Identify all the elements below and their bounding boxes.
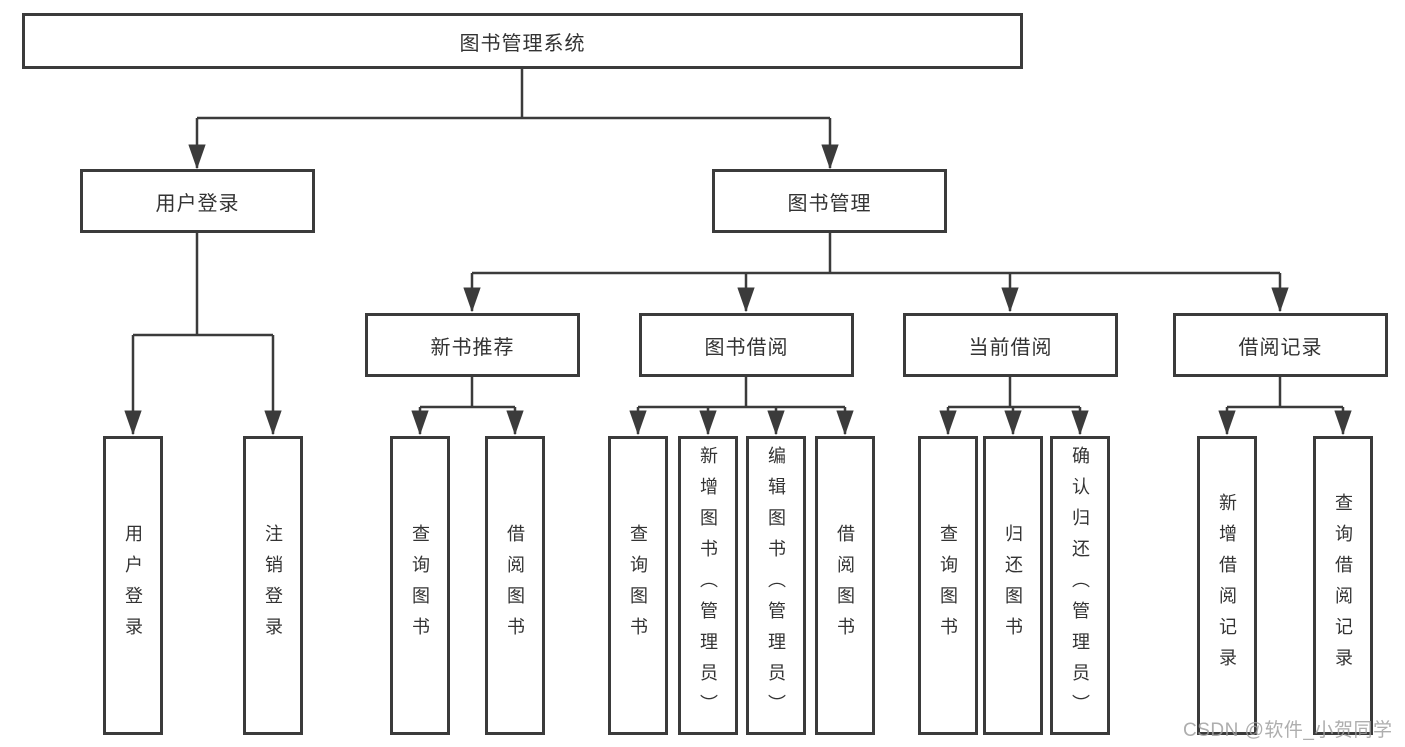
leaf-label: 新增图书（管理员） (698, 446, 718, 725)
connector-root-to-level2 (188, 69, 839, 170)
node-borrowing-records: 借阅记录 (1173, 313, 1388, 377)
leaf-add-books-admin: 新增图书（管理员） (678, 436, 738, 735)
leaf-label: 查询图书 (628, 523, 648, 648)
leaf-label: 用户登录 (123, 523, 143, 648)
leaf-label: 注销登录 (263, 523, 283, 648)
leaf-confirm-return-admin: 确认归还（管理员） (1050, 436, 1110, 735)
connector-records-children (1218, 377, 1352, 436)
leaf-label: 确认归还（管理员） (1070, 446, 1090, 725)
node-user-login: 用户登录 (80, 169, 315, 233)
leaf-label: 查询借阅记录 (1333, 492, 1353, 679)
connector-recommend-children (411, 377, 524, 436)
leaf-label: 查询图书 (410, 523, 430, 648)
leaf-label: 编辑图书（管理员） (766, 446, 786, 725)
leaf-query-books-recommend: 查询图书 (390, 436, 450, 735)
connector-current-children (939, 377, 1089, 436)
connector-mgmt-to-level3 (463, 233, 1289, 313)
node-book-management: 图书管理 (712, 169, 947, 233)
csdn-watermark: CSDN @软件_小贺同学 (1183, 720, 1393, 741)
leaf-borrow-books-recommend: 借阅图书 (485, 436, 545, 735)
leaf-label: 借阅图书 (835, 523, 855, 648)
leaf-logout: 注销登录 (243, 436, 303, 735)
leaf-query-books-borrow: 查询图书 (608, 436, 668, 735)
node-current-borrowing: 当前借阅 (903, 313, 1118, 377)
leaf-label: 新增借阅记录 (1217, 492, 1237, 679)
leaf-edit-books-admin: 编辑图书（管理员） (746, 436, 806, 735)
node-library-system: 图书管理系统 (22, 13, 1023, 69)
leaf-label: 查询图书 (938, 523, 958, 648)
leaf-user-login: 用户登录 (103, 436, 163, 735)
node-book-borrowing: 图书借阅 (639, 313, 854, 377)
connector-login-children (124, 233, 282, 436)
leaf-label: 借阅图书 (505, 523, 525, 648)
leaf-add-borrow-record: 新增借阅记录 (1197, 436, 1257, 735)
connector-borrow-children (629, 377, 854, 436)
leaf-return-books: 归还图书 (983, 436, 1043, 735)
node-new-book-recommend: 新书推荐 (365, 313, 580, 377)
leaf-query-books-current: 查询图书 (918, 436, 978, 735)
leaf-query-borrow-record: 查询借阅记录 (1313, 436, 1373, 735)
leaf-label: 归还图书 (1003, 523, 1023, 648)
leaf-borrow-books: 借阅图书 (815, 436, 875, 735)
